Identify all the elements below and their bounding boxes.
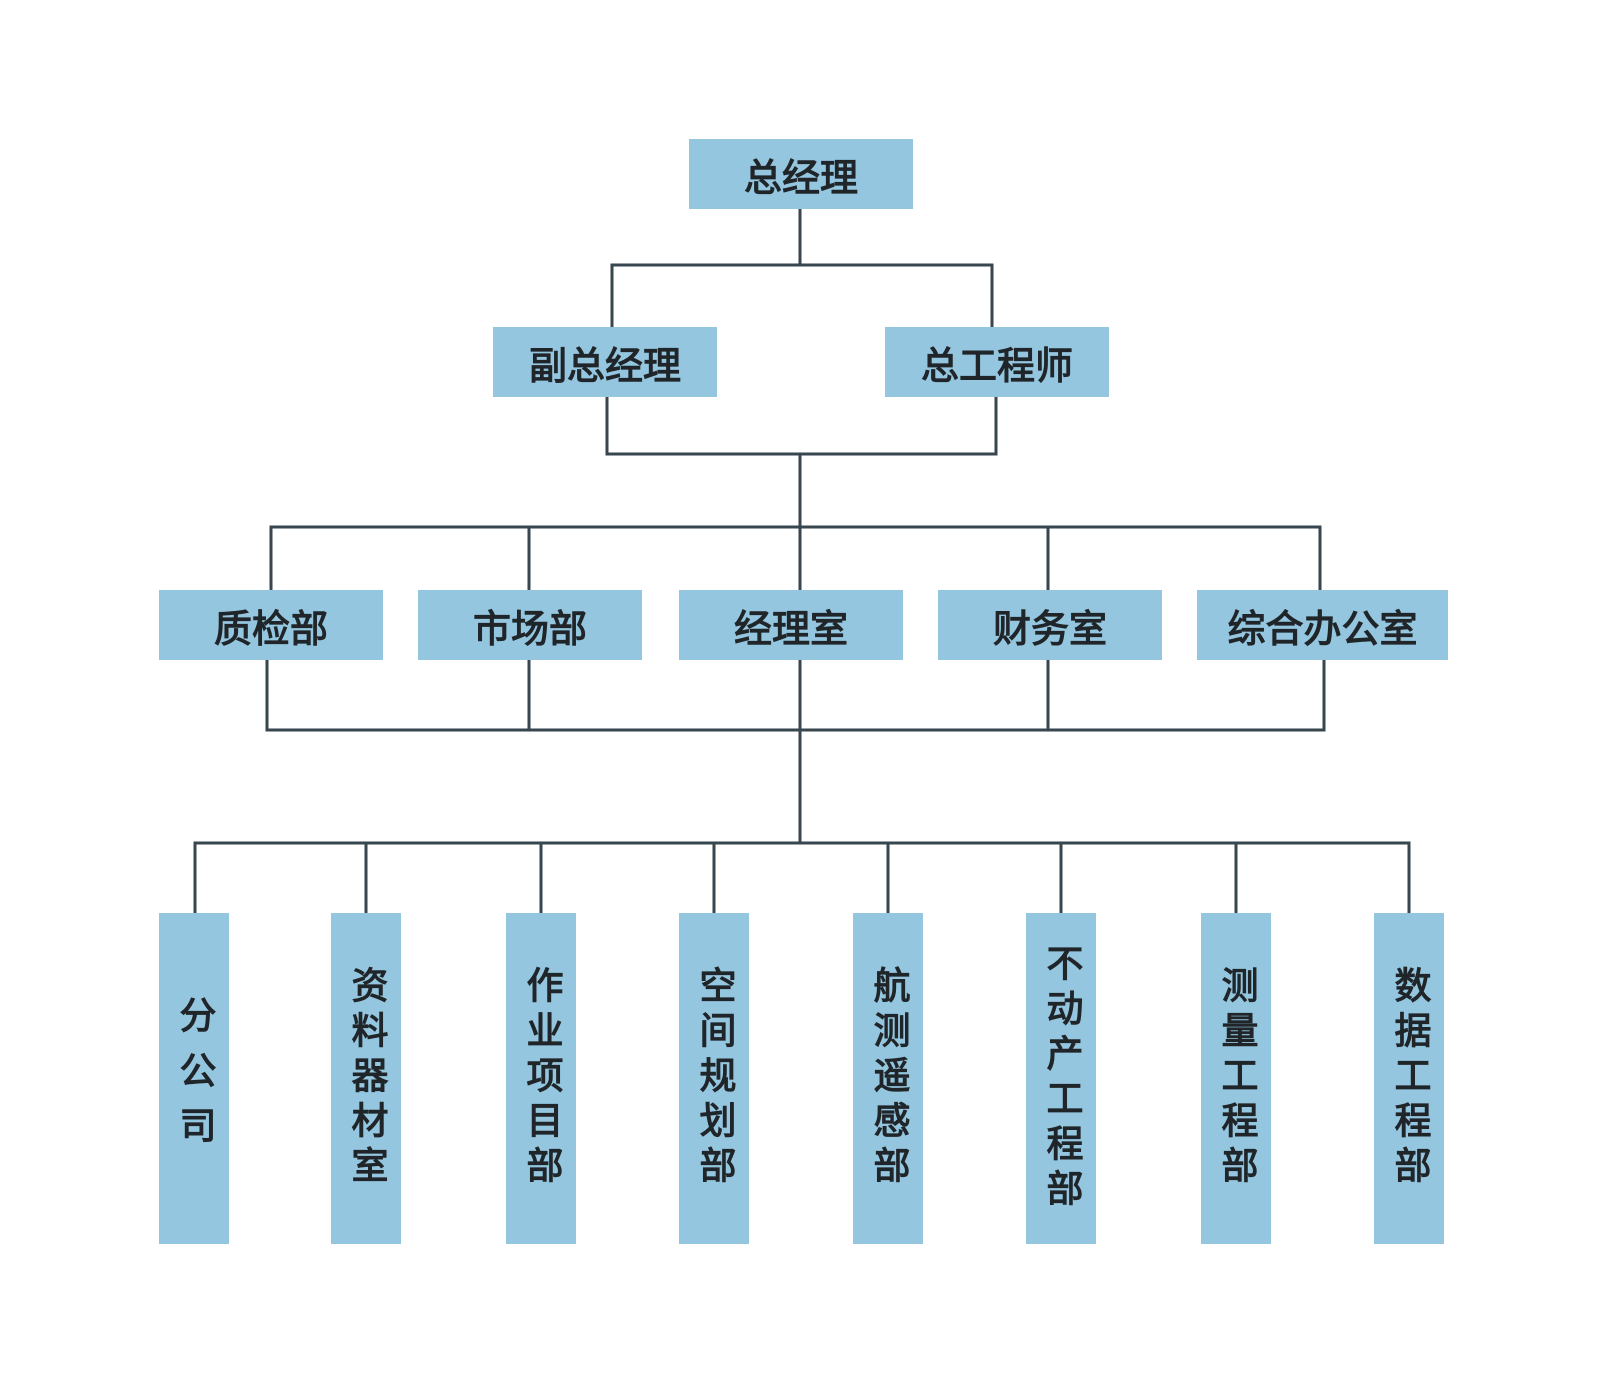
node-chief-engineer: 总工程师 <box>885 327 1109 397</box>
node-operations-project-dept: 作业项目部 <box>506 913 576 1244</box>
node-aerial-survey-dept: 航测遥感部 <box>853 913 923 1244</box>
node-deputy-general-manager: 副总经理 <box>493 327 717 397</box>
node-ceo: 总经理 <box>689 139 913 209</box>
node-materials-room: 资料器材室 <box>331 913 401 1244</box>
node-survey-eng-dept: 测量工程部 <box>1201 913 1271 1244</box>
node-general-office: 综合办公室 <box>1197 590 1448 660</box>
node-branch-company: 分公司 <box>159 913 229 1244</box>
node-spatial-planning-dept: 空间规划部 <box>679 913 749 1244</box>
node-real-estate-eng-dept: 不动产工程部 <box>1026 913 1096 1244</box>
node-manager-office: 经理室 <box>679 590 903 660</box>
node-data-eng-dept: 数据工程部 <box>1374 913 1444 1244</box>
node-quality-dept: 质检部 <box>159 590 383 660</box>
node-market-dept: 市场部 <box>418 590 642 660</box>
node-finance-office: 财务室 <box>938 590 1162 660</box>
